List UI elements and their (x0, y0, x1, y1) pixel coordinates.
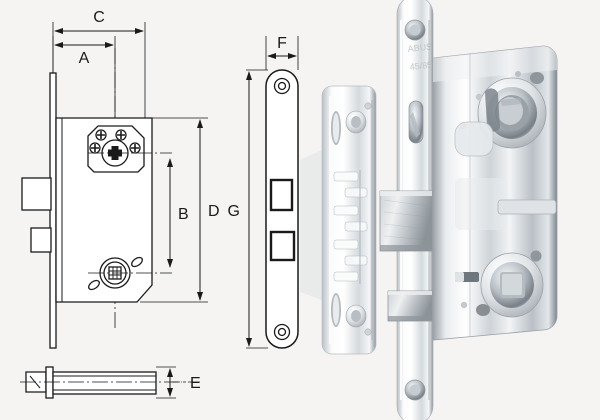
deadbolt-photo (379, 190, 433, 252)
follower-hole-photo (480, 252, 544, 318)
dimension-C: C (52, 9, 146, 120)
latch-bolt-photo (387, 290, 433, 322)
lock-body-photo: ABUS 45/85 (379, 0, 558, 420)
dimension-label-E: E (190, 375, 201, 392)
latch-bolt-projection (30, 227, 52, 253)
dimension-D: D (140, 117, 220, 303)
forend-side-view (265, 69, 299, 349)
dimension-label-B: B (178, 206, 189, 223)
spindle-detail-view: E (20, 366, 201, 399)
dimension-E: E (156, 366, 201, 399)
dimension-B: B (167, 158, 189, 268)
dimension-label-F: F (277, 35, 287, 52)
dimension-label-C: C (93, 9, 105, 26)
dimension-label-D: D (208, 203, 220, 220)
deadbolt-projection (21, 177, 52, 211)
dimension-G: G (228, 69, 268, 349)
forend-engraving-brand: ABUS (407, 41, 432, 54)
strike-plate-ribs (333, 170, 368, 284)
dimension-label-G: G (228, 203, 240, 220)
dimension-label-A: A (79, 50, 90, 67)
strike-plate-photo (300, 85, 377, 355)
dimension-F: F (265, 35, 299, 70)
cylinder-fixing-screws (89, 129, 141, 154)
dimension-A: A (52, 36, 116, 120)
cylinder-housing (87, 125, 145, 173)
lock-case-photo (432, 45, 558, 341)
forend-engraving-size: 45/85 (409, 60, 432, 72)
